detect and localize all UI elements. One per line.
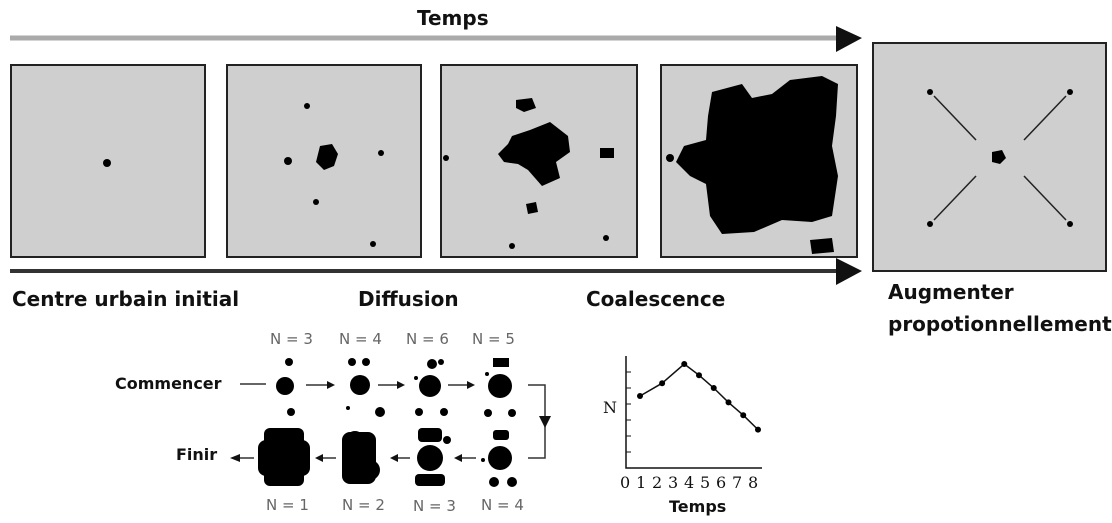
cluster-bottom-4: [481, 430, 517, 487]
chart-x-tick-label: 2: [652, 473, 663, 492]
chart-point: [696, 372, 702, 379]
stage-label-initial: Centre urbain initial: [12, 287, 240, 311]
chart-point: [681, 361, 688, 367]
chart-x-tick-label: 3: [668, 473, 679, 492]
panel-coalescence: [660, 64, 858, 258]
stage-label-diffusion: Diffusion: [358, 287, 459, 311]
top-axis-label: Temps: [417, 6, 489, 30]
end-label: Finir: [176, 445, 218, 464]
cluster-top-2: [346, 358, 385, 417]
top-count-4: N = 5: [472, 330, 515, 348]
cluster-bottom-2: [342, 431, 380, 484]
cluster-top-3: [414, 359, 448, 416]
chart-x-tick-label: 0: [620, 473, 631, 492]
bottom-count-2: N = 2: [342, 496, 385, 514]
chart-point: [659, 380, 666, 387]
cluster-bottom-1: [258, 428, 310, 486]
chart-point: [740, 412, 747, 419]
panel-initial-center: [10, 64, 206, 258]
top-count-2: N = 4: [339, 330, 382, 348]
chart-x-tick-label: 7: [732, 473, 743, 492]
bottom-count-3: N = 3: [413, 497, 456, 515]
chart-x-label: Temps: [669, 497, 727, 516]
cluster-top-4: [484, 358, 516, 417]
cluster-bottom-3: [415, 428, 451, 486]
chart-point: [637, 393, 643, 399]
chart-x-tick-label: 4: [684, 473, 695, 492]
chart-axes: [625, 356, 762, 469]
scale-label-line2: propotionnellement: [888, 312, 1112, 336]
chart-point: [710, 385, 717, 391]
bottom-count-4: N = 4: [481, 496, 524, 514]
chart-series-line: [639, 363, 759, 431]
chart-x-tick-label: 6: [716, 473, 727, 492]
panel-diffusion-2: [440, 64, 638, 258]
top-count-1: N = 3: [270, 330, 313, 348]
cluster-top-1: [276, 358, 295, 416]
chart-y-label: N: [603, 398, 617, 417]
panel-diffusion: [226, 64, 422, 258]
stage-label-coalescence: Coalescence: [586, 287, 726, 311]
bottom-count-1: N = 1: [266, 496, 309, 514]
chart-x-tick-label: 1: [636, 473, 647, 492]
start-label: Commencer: [115, 374, 222, 393]
chart-x-tick-label: 8: [748, 473, 759, 492]
chart-x-tick-label: 5: [700, 473, 711, 492]
top-count-3: N = 6: [406, 330, 449, 348]
chart-point: [755, 426, 761, 433]
panel-scale-up: [872, 42, 1107, 272]
scale-label-line1: Augmenter: [888, 280, 1014, 304]
chart-point: [725, 399, 732, 406]
